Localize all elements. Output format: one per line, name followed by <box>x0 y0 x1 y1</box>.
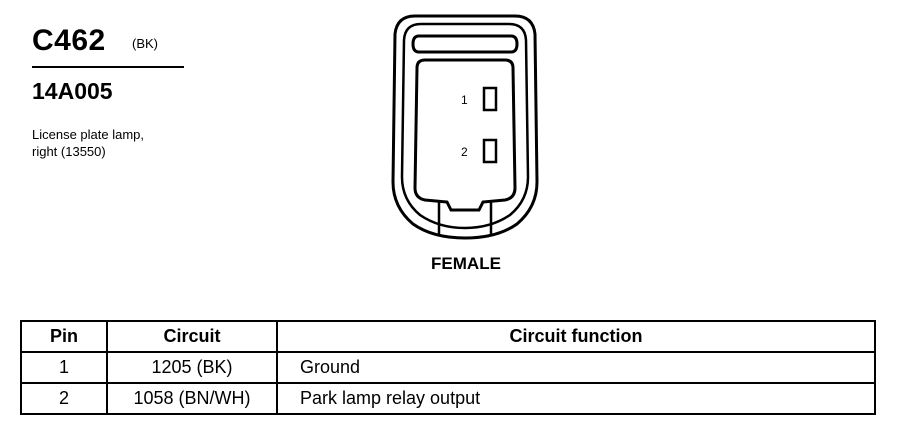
connector-description: License plate lamp, right (13550) <box>32 127 145 159</box>
gender-label: FEMALE <box>431 254 501 273</box>
table-row: 2 1058 (BN/WH) Park lamp relay output <box>20 382 876 415</box>
row-function: Park lamp relay output <box>276 382 876 415</box>
row-function: Ground <box>276 351 876 384</box>
pin-table-header-row: Pin Circuit Circuit function <box>20 320 876 353</box>
row-pin: 1 <box>20 351 108 384</box>
locking-tab <box>411 34 519 54</box>
part-number: 14A005 <box>32 78 113 104</box>
connector-housing-inner <box>400 22 530 230</box>
pin-2-label: 2 <box>461 145 468 159</box>
connector-housing-outer <box>391 14 539 240</box>
row-pin: 2 <box>20 382 108 415</box>
pin-table: Pin Circuit Circuit function 1 1205 (BK)… <box>20 320 876 415</box>
bottom-key <box>437 202 493 236</box>
pin-cavity-panel <box>413 58 517 212</box>
row-circuit: 1058 (BN/WH) <box>106 382 278 415</box>
connector-id: C462 <box>32 24 106 57</box>
pin-1-terminal <box>482 86 498 112</box>
connector-color-code: (BK) <box>132 36 158 51</box>
header-pin: Pin <box>20 320 108 353</box>
connector-face-diagram: 1 2 <box>391 14 539 240</box>
pin-2-terminal <box>482 138 498 164</box>
header-function: Circuit function <box>276 320 876 353</box>
header-circuit: Circuit <box>106 320 278 353</box>
row-circuit: 1205 (BK) <box>106 351 278 384</box>
title-divider <box>32 66 184 68</box>
pin-1-label: 1 <box>461 93 468 107</box>
table-row: 1 1205 (BK) Ground <box>20 351 876 384</box>
